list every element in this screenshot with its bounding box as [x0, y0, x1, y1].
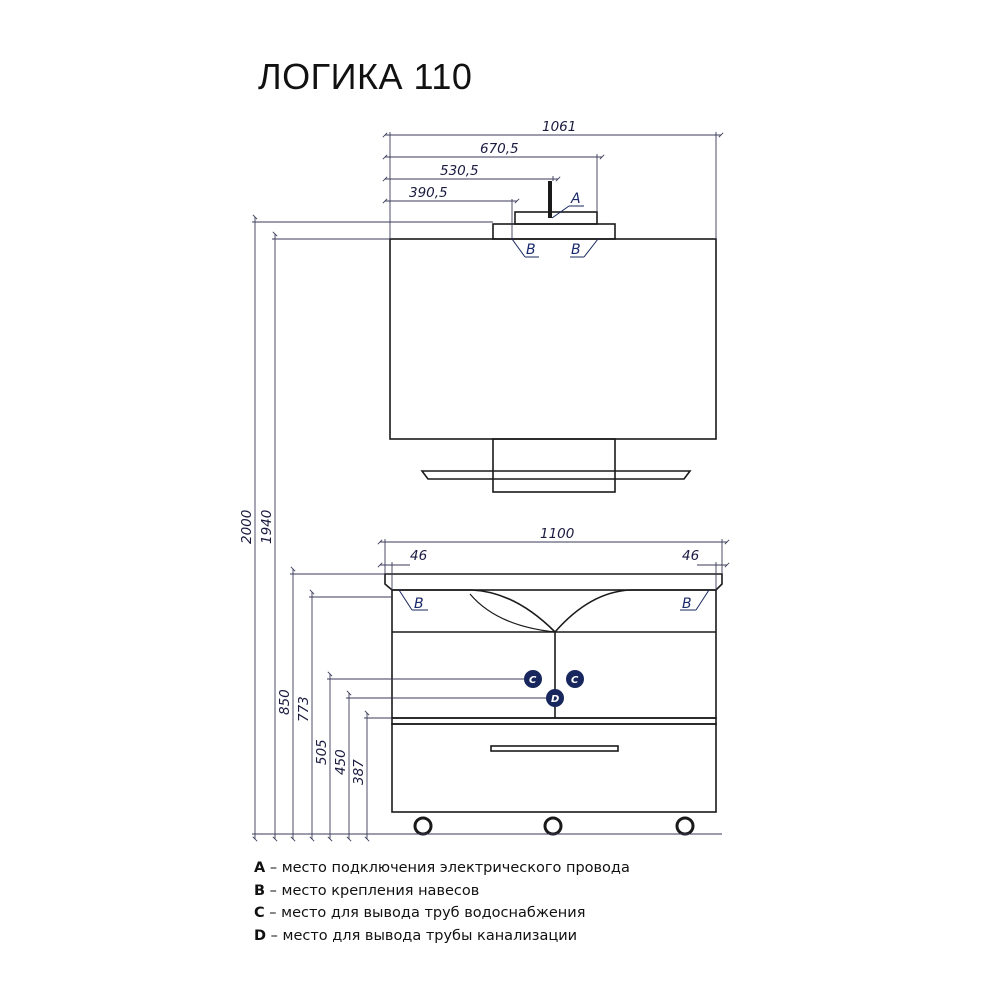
glass-shelf [420, 470, 692, 480]
vanity-cabinet [384, 573, 723, 813]
marker-b-mirror-left [511, 238, 539, 258]
marker-b-cabinet-left [398, 589, 428, 611]
height-dimension-lines [252, 214, 722, 842]
wheels [413, 816, 695, 836]
marker-a-leader [551, 205, 570, 219]
wheel-left [413, 816, 433, 836]
legend: A – место подключения электрического про… [254, 857, 630, 948]
legend-item: B – место крепления навесов [254, 880, 630, 903]
legend-text: – место подключения электрического прово… [265, 860, 630, 876]
legend-item: D – место для вывода трубы канализации [254, 925, 630, 948]
marker-c-right: C [566, 670, 584, 688]
dim-450: 450 [333, 749, 349, 775]
legend-key: A [254, 860, 266, 876]
legend-key: C [254, 905, 265, 922]
plinth-strip [391, 717, 717, 725]
dim-670-5: 670,5 [480, 141, 519, 157]
dim-46-left: 46 [410, 548, 427, 564]
legend-text: – место для вывода трубы канализации [266, 928, 578, 945]
dim-530-5: 530,5 [440, 163, 479, 179]
drawer-handle [490, 745, 619, 752]
wheel-center [543, 816, 563, 836]
legend-text: – место для вывода труб водоснабжения [264, 905, 586, 922]
marker-a-label: A [570, 191, 581, 207]
top-dimension-lines [382, 132, 724, 239]
drawer [391, 723, 717, 813]
marker-b-mirror-right [570, 238, 599, 258]
basin-bowl [469, 593, 556, 633]
dim-1940: 1940 [259, 510, 275, 544]
countertop-basin [384, 573, 723, 634]
marker-b-mirror-right-label: B [571, 242, 581, 258]
dim-773: 773 [296, 696, 312, 722]
cabinet-dimension-lines [377, 539, 730, 590]
marker-b-cabinet-right [680, 589, 710, 611]
dim-390-5: 390,5 [409, 185, 448, 201]
wheel-right [675, 816, 695, 836]
mirror-panel [389, 238, 717, 440]
dim-850: 850 [277, 689, 293, 715]
dim-2000: 2000 [239, 510, 255, 544]
mirror-unit [389, 211, 717, 493]
legend-item: A – место подключения электрического про… [254, 857, 630, 880]
marker-d-label: D [551, 694, 559, 705]
lamp-housing [492, 223, 616, 240]
dim-1100: 1100 [540, 526, 574, 542]
marker-c-right-label: C [571, 675, 579, 686]
dim-1061: 1061 [542, 119, 576, 135]
mirror-back-box [492, 438, 616, 493]
legend-item: C – место для вывода труб водоснабжения [254, 902, 630, 925]
marker-d: D [546, 689, 564, 707]
marker-c-left-label: C [529, 675, 537, 686]
legend-key: D [254, 928, 267, 945]
dim-46-right: 46 [682, 548, 699, 564]
marker-b-mirror-left-label: B [526, 242, 536, 258]
lamp-top [514, 211, 598, 225]
marker-c-left: C [524, 670, 542, 688]
legend-key: B [254, 882, 266, 899]
page-title: ЛОГИКА 110 [258, 56, 473, 97]
marker-b-cabinet-left-label: B [414, 596, 424, 612]
dim-387: 387 [351, 759, 367, 785]
marker-b-cabinet-right-label: B [682, 596, 692, 612]
legend-text: – место крепления навесов [265, 882, 480, 899]
dim-505: 505 [314, 739, 330, 765]
